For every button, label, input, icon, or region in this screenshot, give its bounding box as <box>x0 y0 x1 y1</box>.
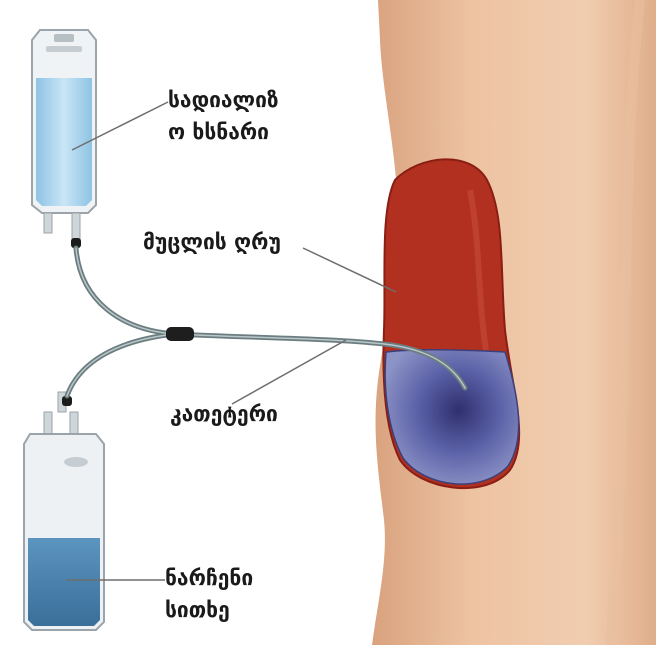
label-dialysis-solution-line2: ო ხსნარი <box>168 116 279 148</box>
label-waste-fluid: ნარჩენი სითხე <box>165 562 253 626</box>
waste-fluid-bag <box>24 392 104 630</box>
tube-connector <box>166 327 194 341</box>
label-waste-fluid-line1: ნარჩენი <box>165 562 253 594</box>
fresh-solution-bag <box>32 30 96 248</box>
label-abdominal-cavity-text: მუცლის ღრუ <box>143 226 281 258</box>
label-catheter: კათეტერი <box>170 398 278 430</box>
label-catheter-text: კათეტერი <box>170 398 278 430</box>
label-dialysis-solution-line1: სადიალიზ <box>168 84 279 116</box>
label-waste-fluid-line2: სითხე <box>165 594 253 626</box>
label-dialysis-solution: სადიალიზ ო ხსნარი <box>168 84 279 148</box>
label-abdominal-cavity: მუცლის ღრუ <box>143 226 281 258</box>
